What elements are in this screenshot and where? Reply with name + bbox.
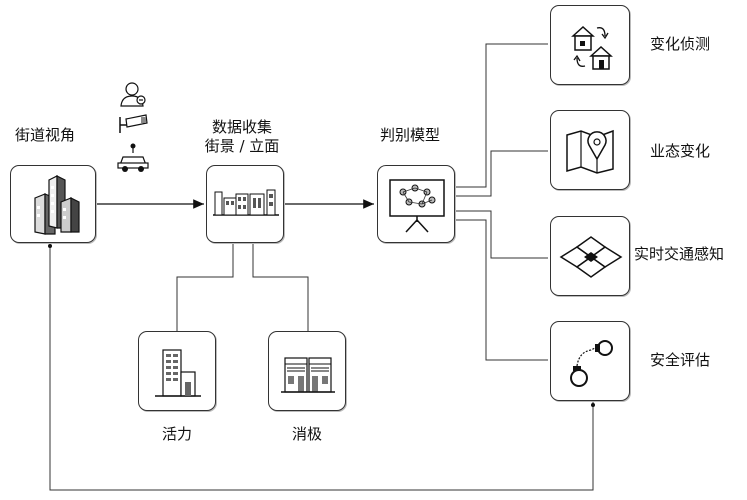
passive-label: 消极 — [291, 425, 322, 443]
output-change-detection-box[interactable] — [550, 5, 630, 85]
output-business-change-label: 业态变化 — [650, 142, 711, 160]
model-box[interactable] — [377, 165, 455, 243]
cctv-camera-icon — [119, 114, 148, 133]
city-buildings-icon — [34, 175, 80, 235]
output-traffic-label: 实时交通感知 — [634, 245, 725, 263]
output-safety-box[interactable] — [550, 321, 630, 401]
street-view-box[interactable] — [10, 165, 96, 243]
houses-change-icon — [571, 25, 613, 70]
data-collection-box[interactable] — [206, 165, 284, 243]
data-collection-subtitle: 街景 / 立面 — [204, 137, 280, 155]
intersection-icon — [559, 236, 623, 278]
closed-shops-icon — [281, 357, 335, 393]
output-business-change-box[interactable] — [550, 110, 630, 190]
data-collection-title: 数据收集 — [211, 118, 272, 136]
map-pin-icon — [566, 129, 614, 174]
line-collection-to-vitality — [176, 243, 234, 331]
feedback-loop-line — [49, 247, 594, 491]
line-model-to-business — [455, 150, 548, 197]
output-safety-label: 安全评估 — [650, 351, 711, 369]
line-model-to-change-detect — [455, 43, 548, 188]
street-facade-icon — [213, 189, 279, 216]
passive-box[interactable] — [268, 331, 346, 411]
line-collection-to-passive — [252, 243, 309, 331]
output-change-detection-label: 变化侦测 — [650, 35, 711, 53]
street-view-car-icon — [117, 143, 149, 172]
vitality-label: 活力 — [161, 425, 192, 443]
person-icon — [120, 82, 146, 107]
vitality-box[interactable] — [138, 331, 216, 411]
line-model-to-traffic — [455, 210, 548, 259]
model-label: 判别模型 — [380, 126, 441, 144]
tall-building-icon — [155, 349, 201, 397]
output-traffic-box[interactable] — [550, 216, 630, 296]
handcuffs-icon — [570, 340, 613, 387]
presentation-board-icon — [389, 179, 445, 233]
street-view-label: 街道视角 — [15, 126, 76, 144]
line-model-to-safety — [455, 219, 548, 361]
